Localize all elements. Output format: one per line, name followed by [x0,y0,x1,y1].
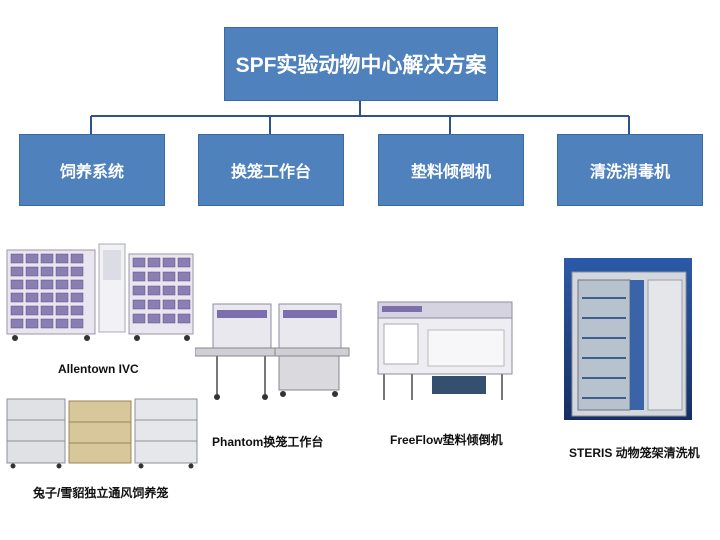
category-cage-change-station: 换笼工作台 [198,134,344,206]
category-label: 换笼工作台 [230,164,311,181]
phantom-workstation-image [195,303,350,400]
category-feeding-system: 饲养系统 [19,134,165,206]
steris-washer-image [564,258,692,420]
freeflow-dispenser-image [377,301,513,400]
rabbit-cage-image [6,398,198,469]
category-label: 饲养系统 [59,164,124,181]
root-title: SPF实验动物中心解决方案 [235,54,487,77]
category-washer-disinfector: 清洗消毒机 [557,134,703,206]
ivc-rack-image [6,243,194,341]
caption-freeflow: FreeFlow垫料倾倒机 [390,433,503,447]
caption-rabbit-ferret-cage: 兔子/雪貂独立通风饲养笼 [33,486,169,500]
root-solution-box: SPF实验动物中心解决方案 [224,27,498,101]
caption-phantom: Phantom换笼工作台 [212,435,324,449]
category-label: 清洗消毒机 [589,164,670,181]
category-bedding-dispenser: 垫料倾倒机 [378,134,524,206]
category-label: 垫料倾倒机 [410,164,491,181]
caption-allentown-ivc: Allentown IVC [58,362,139,376]
caption-steris: STERIS 动物笼架清洗机 [569,446,700,460]
